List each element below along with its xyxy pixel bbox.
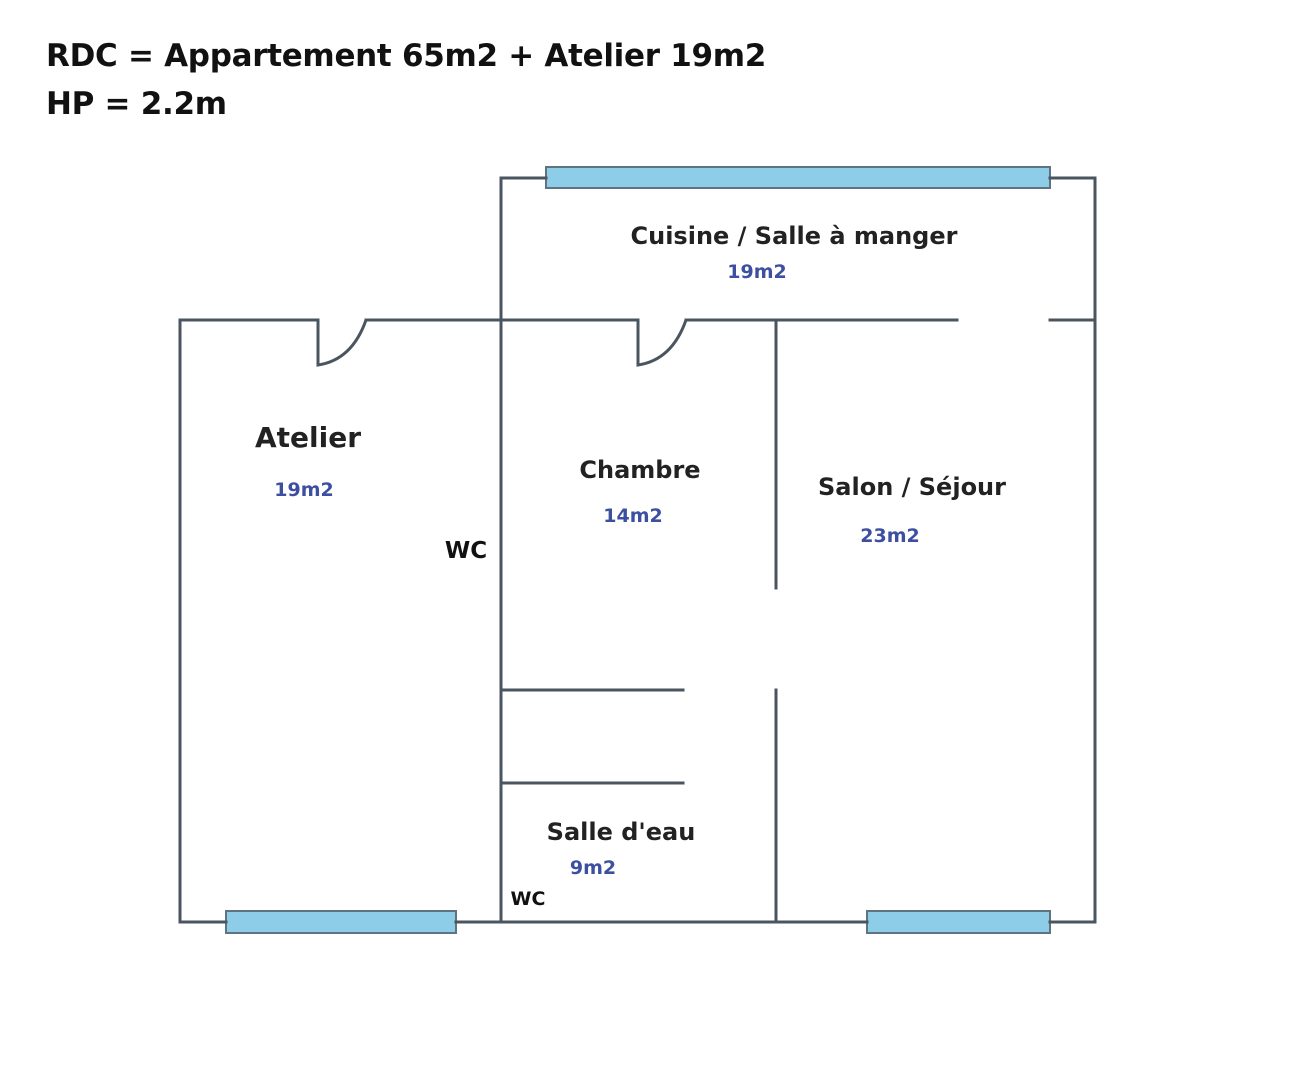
window-cuisine (545, 166, 1051, 189)
window-atelier (225, 910, 457, 934)
room-area-salle-eau: 9m2 (570, 857, 616, 879)
room-area-atelier: 19m2 (274, 479, 333, 501)
wc-label-lower: WC (511, 888, 546, 910)
room-name-salon: Salon / Séjour (818, 473, 1006, 501)
room-name-salle-eau: Salle d'eau (547, 818, 696, 846)
room-name-chambre: Chambre (579, 456, 700, 484)
wc-label-upper: WC (445, 538, 487, 564)
room-name-cuisine: Cuisine / Salle à manger (631, 222, 958, 250)
window-salon (866, 910, 1051, 934)
room-name-atelier: Atelier (255, 421, 361, 454)
room-area-cuisine: 19m2 (727, 261, 786, 283)
plan-title: RDC = Appartement 65m2 + Atelier 19m2 (46, 38, 767, 74)
room-area-salon: 23m2 (860, 525, 919, 547)
door-chambre (636, 319, 688, 367)
ceiling-height: HP = 2.2m (46, 86, 227, 122)
door-atelier (316, 319, 368, 367)
room-area-chambre: 14m2 (603, 505, 662, 527)
walls (178, 176, 1097, 924)
